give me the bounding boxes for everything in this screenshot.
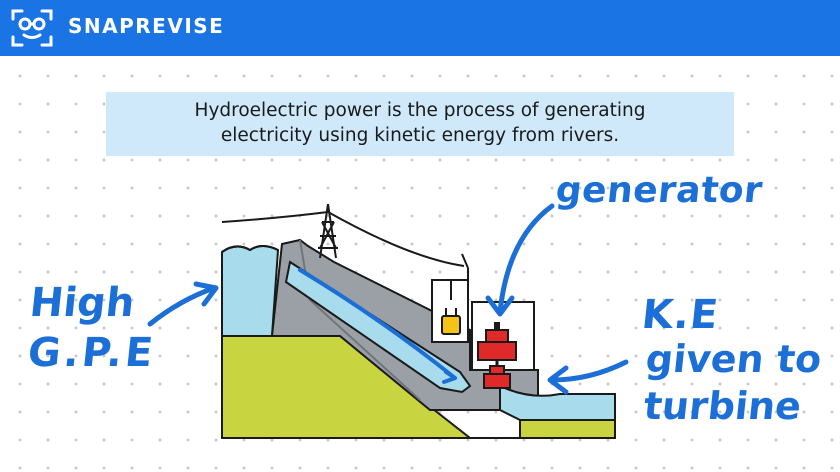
reservoir-water — [221, 245, 280, 337]
smiley-face-glasses-icon — [11, 9, 53, 47]
arrow-turbine — [547, 359, 629, 395]
arrow-generator — [485, 203, 555, 317]
banner-line-1: Hydroelectric power is the process of ge… — [194, 100, 646, 121]
penstock — [284, 260, 472, 394]
turbine-icon — [483, 365, 511, 389]
generator-icon — [477, 322, 517, 374]
label-ke: K.E — [639, 292, 721, 338]
transformer-icon — [441, 308, 461, 335]
arrow-gpe — [147, 281, 219, 327]
brand-name: SNAPREVISE — [68, 14, 225, 38]
outflow-water — [499, 384, 616, 421]
definition-banner: Hydroelectric power is the process of ge… — [106, 92, 734, 156]
label-given-to: given to — [643, 337, 824, 381]
label-generator: generator — [553, 170, 765, 211]
banner-line-2: electricity using kinetic energy from ri… — [220, 125, 620, 146]
top-bar: SNAPREVISE — [0, 0, 840, 56]
label-turbine: turbine — [641, 384, 804, 428]
label-high: High — [27, 280, 137, 326]
label-gpe: G.P.E — [25, 330, 158, 376]
